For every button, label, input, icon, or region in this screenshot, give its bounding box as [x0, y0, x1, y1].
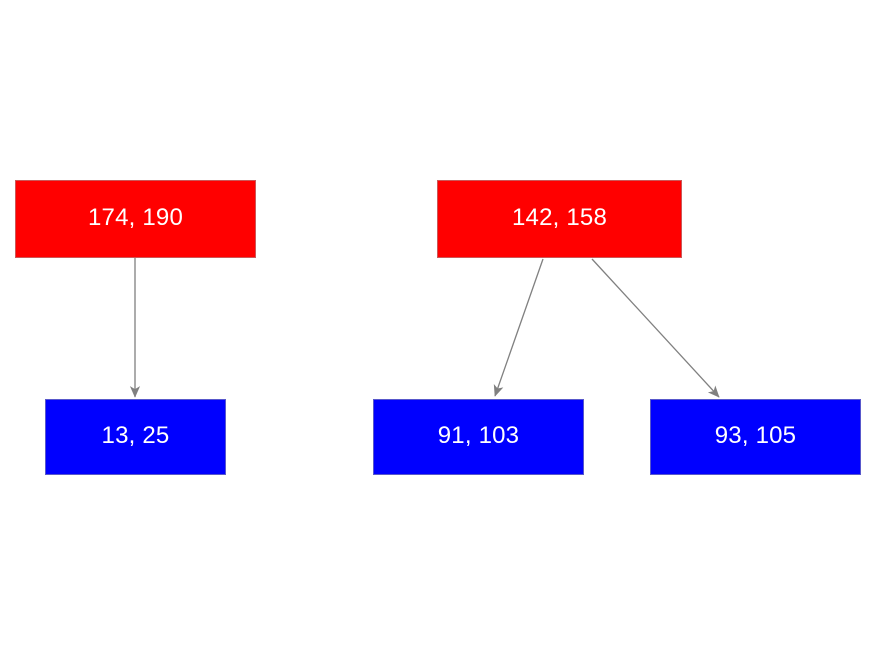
graph-node-label: 174, 190 — [87, 204, 184, 231]
graph-node-root-2[interactable]: 142, 158 — [437, 180, 682, 258]
graph-node-label: 91, 103 — [437, 422, 520, 449]
graph-node-label: 142, 158 — [511, 204, 608, 231]
graph-node-label: 93, 105 — [714, 422, 797, 449]
graph-node-leaf-1[interactable]: 13, 25 — [45, 399, 226, 475]
graph-node-label: 13, 25 — [101, 422, 170, 449]
graph-node-leaf-3[interactable]: 93, 105 — [650, 399, 861, 475]
graph-edge-arrow — [493, 258, 544, 397]
graph-node-root-1[interactable]: 174, 190 — [15, 180, 256, 258]
graph-node-leaf-2[interactable]: 91, 103 — [373, 399, 584, 475]
graph-edge-arrow — [591, 258, 720, 398]
